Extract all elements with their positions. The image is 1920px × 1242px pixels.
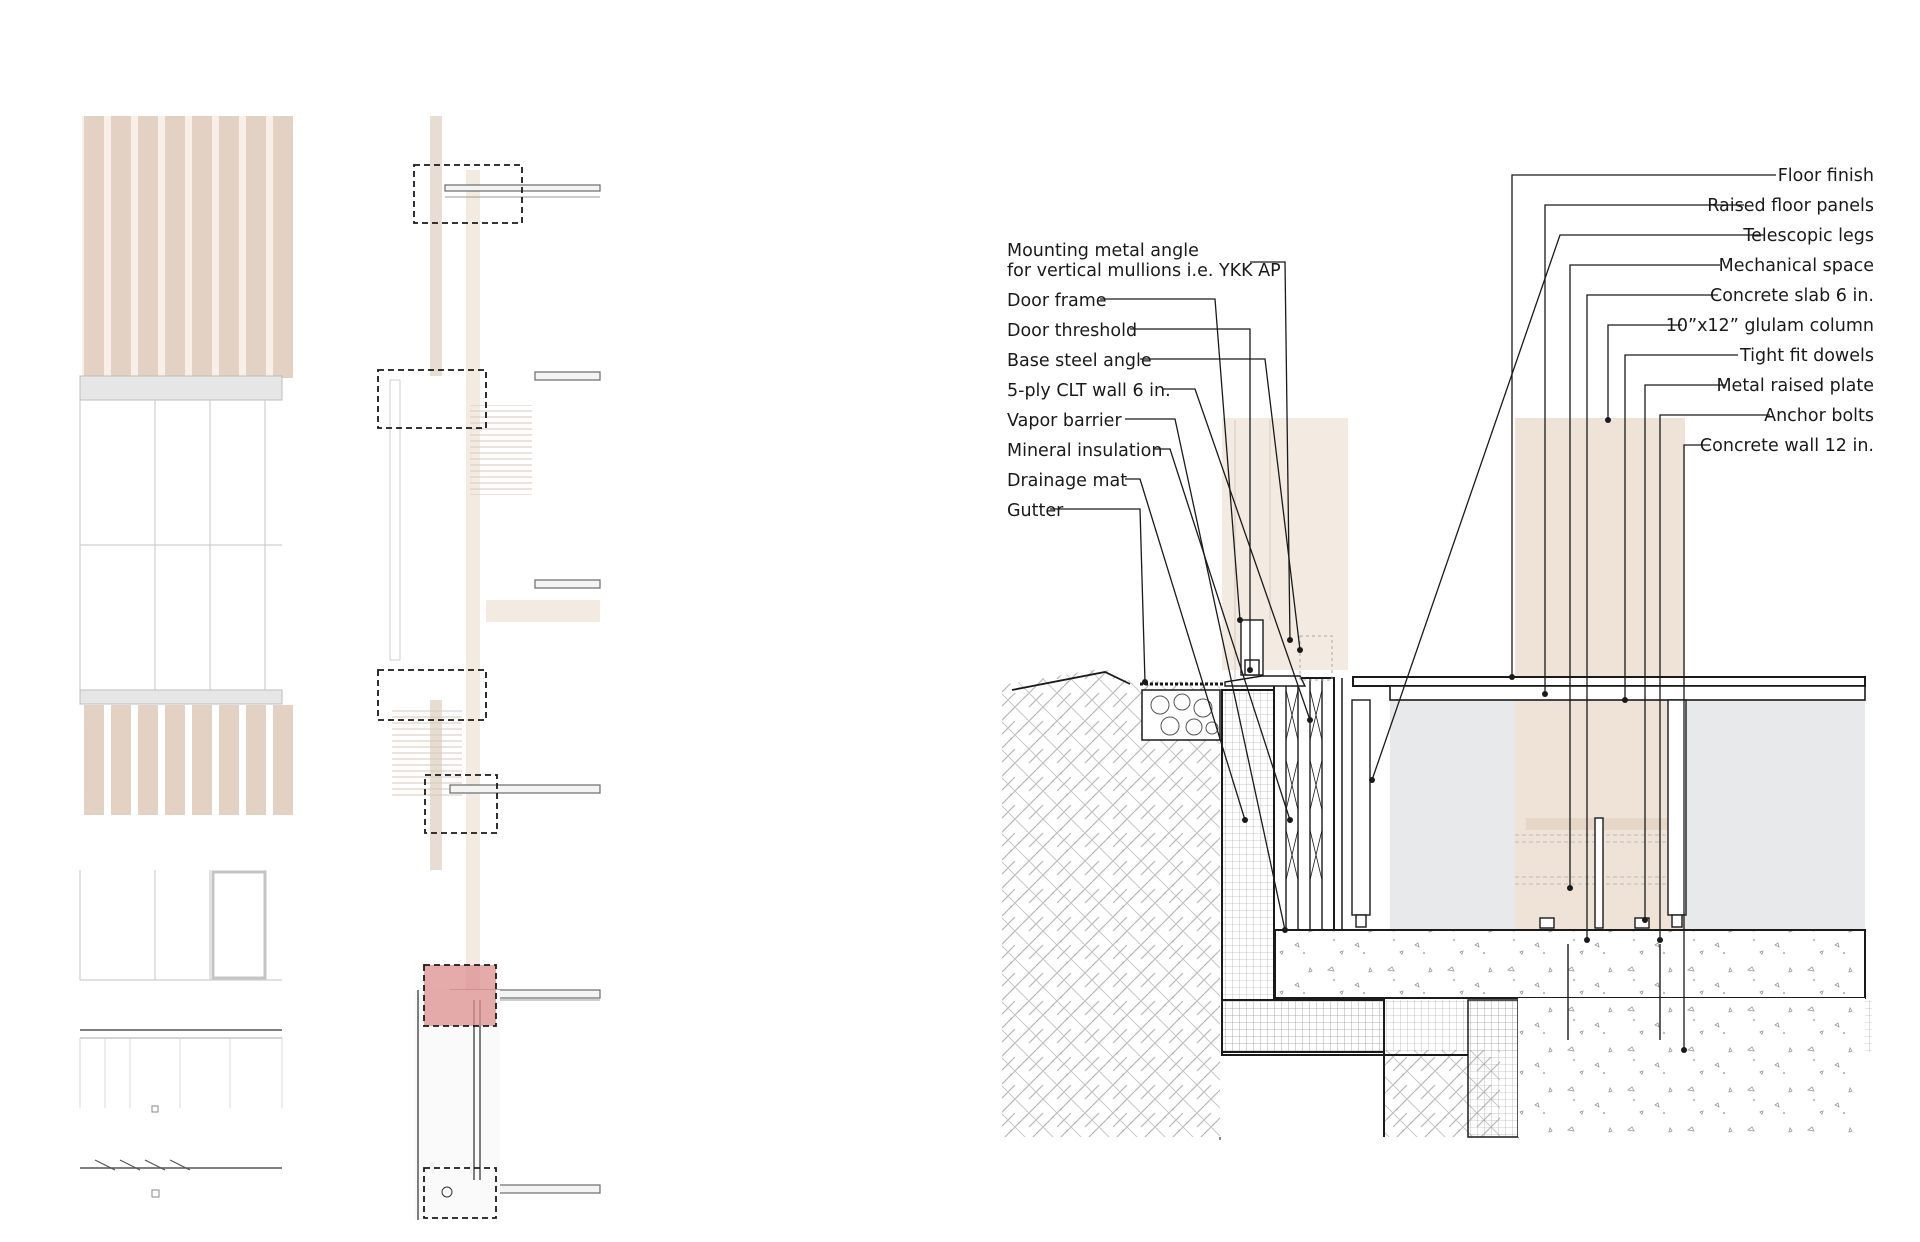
label-raised-floor-panels: Raised floor panels bbox=[1707, 196, 1874, 216]
timber-louver bbox=[273, 116, 293, 378]
label-metal-raised-plate: Metal raised plate bbox=[1716, 376, 1874, 396]
timber-louver bbox=[219, 116, 239, 378]
label-floor-finish: Floor finish bbox=[1778, 166, 1874, 186]
leader-line bbox=[1371, 234, 1764, 781]
timber-louver bbox=[273, 705, 293, 815]
leader-line bbox=[1140, 358, 1301, 651]
leader-arrowheads bbox=[1142, 417, 1687, 1053]
timber-louver bbox=[246, 116, 266, 378]
timber-louver bbox=[111, 705, 131, 815]
timber-louver bbox=[165, 705, 185, 815]
leader-lines bbox=[1050, 174, 1776, 1050]
label-mechanical-space: Mechanical space bbox=[1719, 256, 1874, 276]
timber-louver bbox=[192, 116, 212, 378]
timber-louver bbox=[84, 705, 104, 815]
label-glulam-column: 10”x12” glulam column bbox=[1666, 316, 1874, 336]
leader-arrowhead bbox=[1369, 777, 1375, 783]
leader-line bbox=[1250, 261, 1291, 641]
leader-line bbox=[1050, 508, 1146, 683]
leader-line bbox=[1644, 384, 1726, 920]
leader-arrowhead bbox=[1142, 679, 1148, 685]
detail-section bbox=[1002, 418, 1872, 1140]
timber-louver bbox=[192, 705, 212, 815]
timber-louver bbox=[138, 116, 158, 378]
leader-arrowhead bbox=[1584, 937, 1590, 943]
label-door-frame: Door frame bbox=[1007, 291, 1107, 311]
label-vapor-barrier: Vapor barrier bbox=[1007, 411, 1122, 431]
leader-arrowhead bbox=[1605, 417, 1611, 423]
leader-arrowhead bbox=[1287, 817, 1293, 823]
highlighted-detail-box bbox=[424, 965, 496, 1026]
label-telescopic-legs: Telescopic legs bbox=[1742, 226, 1874, 246]
leader-line bbox=[1586, 294, 1718, 940]
leader-arrowhead bbox=[1657, 937, 1663, 943]
wall-section bbox=[377, 116, 601, 1220]
timber-louver bbox=[165, 116, 185, 378]
leader-line bbox=[1125, 418, 1286, 931]
soil-hatch bbox=[1002, 668, 1220, 1137]
leader-arrowhead bbox=[1237, 617, 1243, 623]
timber-louvers-upper bbox=[84, 116, 293, 378]
label-mounting-angle-line1: Mounting metal angle bbox=[1007, 241, 1199, 261]
leader-arrowhead bbox=[1681, 1047, 1687, 1053]
label-mineral-insulation: Mineral insulation bbox=[1007, 441, 1162, 461]
timber-louver bbox=[111, 116, 131, 378]
timber-louver bbox=[219, 705, 239, 815]
leader-arrowhead bbox=[1567, 885, 1573, 891]
leader-arrowhead bbox=[1642, 917, 1648, 923]
leader-arrowhead bbox=[1622, 697, 1628, 703]
leader-line bbox=[1125, 478, 1246, 821]
timber-louver bbox=[246, 705, 266, 815]
label-drainage-mat: Drainage mat bbox=[1007, 471, 1127, 491]
leader-line bbox=[1659, 414, 1770, 940]
leader-arrowhead bbox=[1287, 637, 1293, 643]
leader-arrowhead bbox=[1307, 717, 1313, 723]
label-concrete-slab: Concrete slab 6 in. bbox=[1710, 286, 1874, 306]
labels-left: Mounting metal angle for vertical mullio… bbox=[1007, 241, 1281, 521]
leader-arrowhead bbox=[1247, 667, 1253, 673]
facade-elevation bbox=[79, 116, 293, 1198]
leader-line bbox=[1544, 204, 1744, 694]
timber-louver bbox=[84, 116, 104, 378]
label-gutter: Gutter bbox=[1007, 501, 1064, 521]
leader-line bbox=[1163, 388, 1311, 721]
leader-arrowhead bbox=[1509, 674, 1515, 680]
label-mounting-angle-line2: for vertical mullions i.e. YKK AP bbox=[1007, 261, 1281, 281]
timber-louver bbox=[138, 705, 158, 815]
leader-arrowhead bbox=[1542, 691, 1548, 697]
label-clt-wall: 5-ply CLT wall 6 in. bbox=[1007, 381, 1171, 401]
label-concrete-wall: Concrete wall 12 in. bbox=[1700, 436, 1874, 456]
leader-line bbox=[1569, 264, 1720, 888]
leader-arrowhead bbox=[1282, 927, 1288, 933]
leader-line bbox=[1100, 298, 1241, 621]
leader-arrowhead bbox=[1242, 817, 1248, 823]
leader-arrowhead bbox=[1297, 647, 1303, 653]
label-door-threshold: Door threshold bbox=[1007, 321, 1137, 341]
labels-right: Floor finish Raised floor panels Telesco… bbox=[1666, 166, 1874, 456]
leader-line bbox=[1155, 448, 1291, 821]
leader-line bbox=[1683, 444, 1710, 1050]
label-base-steel-angle: Base steel angle bbox=[1007, 351, 1152, 371]
leader-line bbox=[1511, 174, 1776, 677]
label-tight-fit-dowels: Tight fit dowels bbox=[1739, 346, 1874, 366]
label-anchor-bolts: Anchor bolts bbox=[1764, 406, 1874, 426]
leader-line bbox=[1130, 328, 1251, 670]
leader-line bbox=[1607, 324, 1682, 420]
leader-line bbox=[1624, 354, 1738, 700]
timber-louvers-lower bbox=[84, 705, 293, 815]
